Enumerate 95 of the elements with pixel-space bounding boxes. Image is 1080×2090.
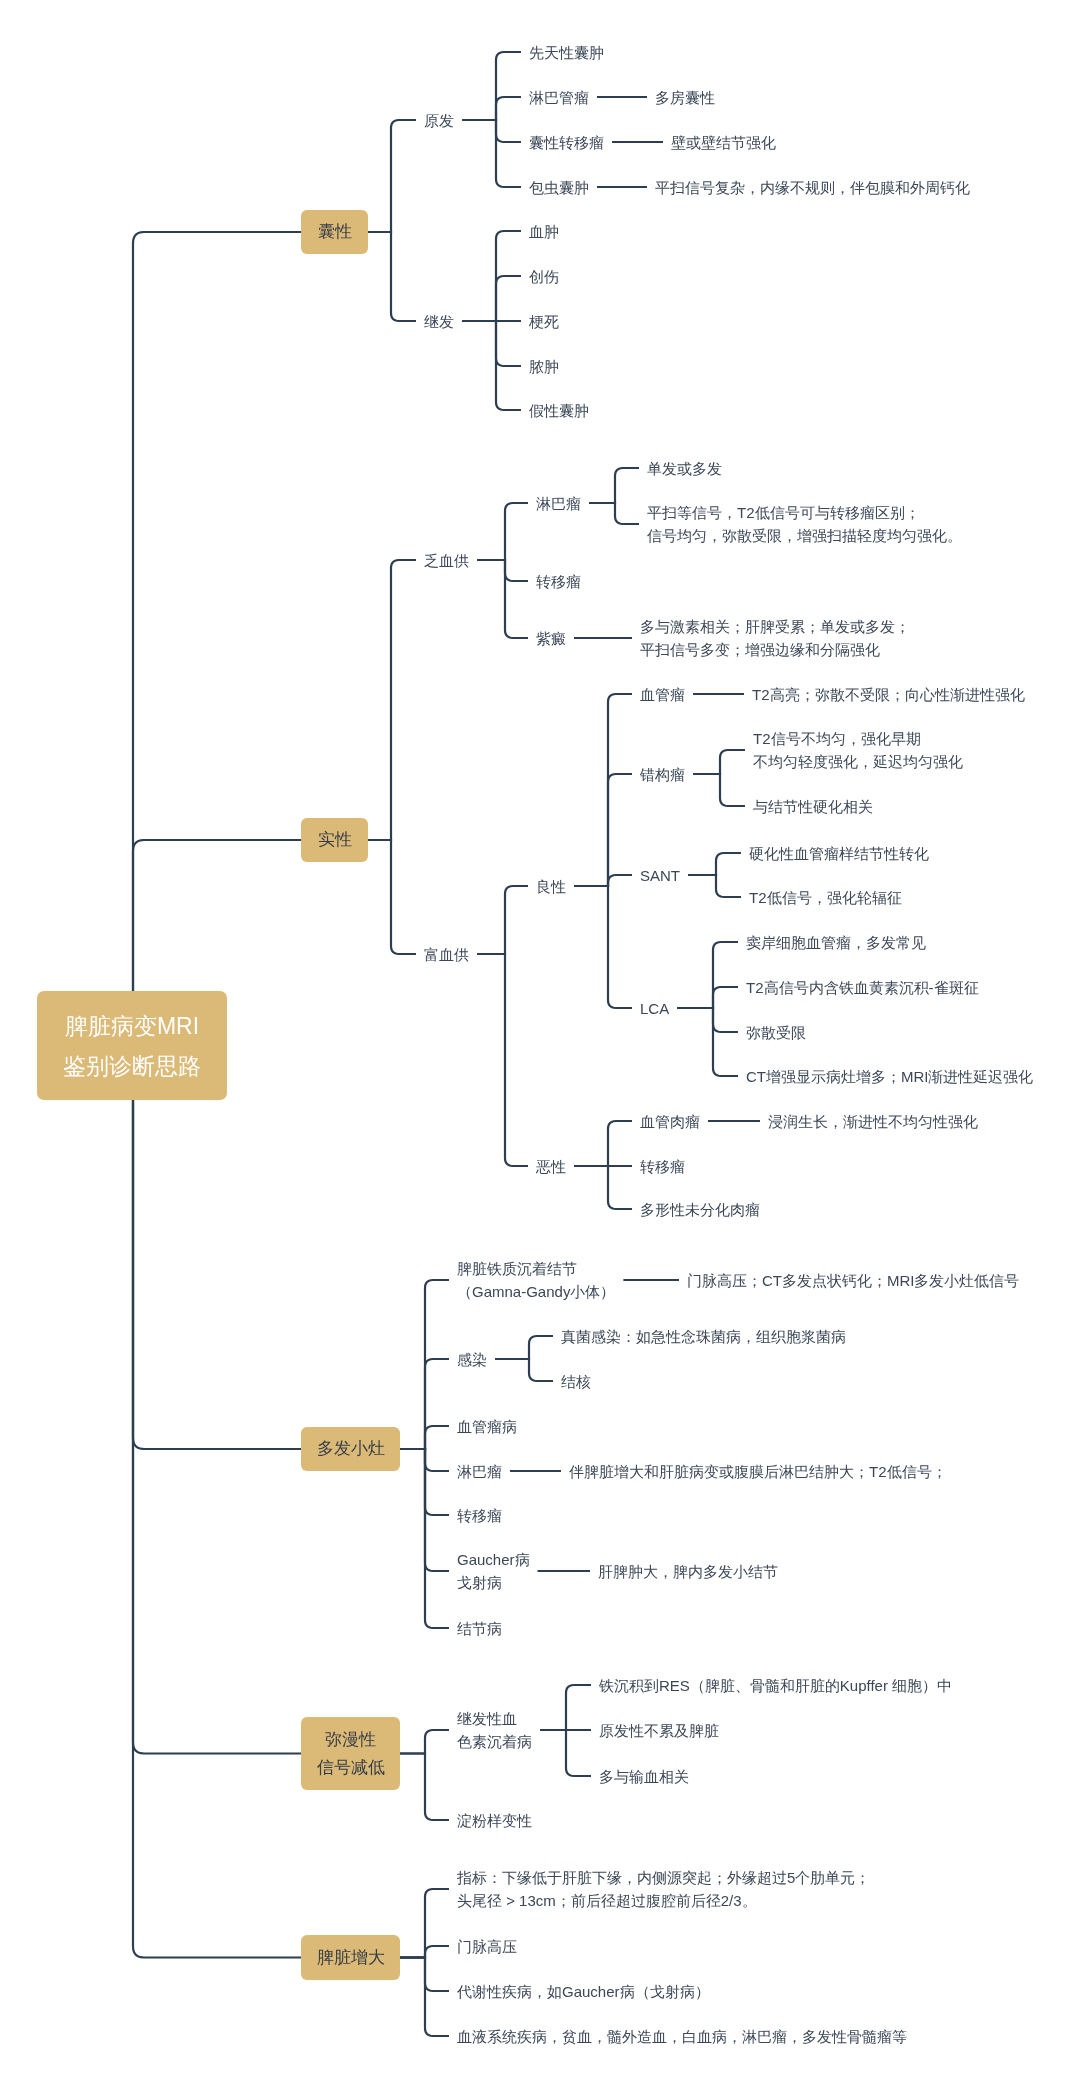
topic-label: 多与输血相关 <box>591 1764 697 1788</box>
connector-line <box>589 501 639 526</box>
topic-label: 血管肉瘤 <box>632 1109 708 1133</box>
topic-label: 感染 <box>449 1347 495 1371</box>
topic-label: 多房囊性 <box>647 85 723 109</box>
topic-label: 淋巴管瘤 <box>521 85 597 109</box>
topic-label: 血液系统疾病，贫血，髓外造血，白血病，淋巴瘤，多发性骨髓瘤等 <box>449 2024 915 2048</box>
topic-label: 恶性 <box>528 1154 574 1178</box>
topic-label: 继发性血色素沉着病 <box>449 1707 540 1753</box>
connector-line <box>510 1469 561 1473</box>
topic-label: 原发性不累及脾脏 <box>591 1718 727 1742</box>
connector-line <box>688 873 741 899</box>
central-topic-box: 脾脏病变MRI鉴别诊断思路 <box>37 991 227 1100</box>
topic-label: 转移瘤 <box>449 1503 510 1527</box>
topic-label: 多与激素相关；肝脾受累；单发或多发；平扫信号多变；增强边缘和分隔强化 <box>632 615 918 661</box>
topic-label: 继发 <box>416 309 462 333</box>
topic-label: 单发或多发 <box>639 456 730 480</box>
category-box: 实性 <box>301 818 368 862</box>
connector-line <box>131 838 301 991</box>
topic-label: Gaucher病 <box>457 1550 530 1570</box>
topic-label: 指标：下缘低于肝脏下缘，内侧源突起；外缘超过5个肋单元；头尾径 > 13cm；前后径超过腹腔前后径2/3。 <box>449 1866 879 1912</box>
topic-label: 乏血供 <box>416 548 477 572</box>
topic-label: 门脉高压 <box>449 1934 525 1958</box>
connector-line <box>537 1569 590 1573</box>
topic-label: 淀粉样变性 <box>449 1808 540 1832</box>
topic-label: 原发 <box>416 108 462 132</box>
category-box: 脾脏增大 <box>301 1935 400 1980</box>
topic-label: 包虫囊肿 <box>521 175 597 199</box>
topic-label: 壁或壁结节强化 <box>663 130 784 154</box>
connector-line <box>462 319 521 412</box>
connector-line <box>693 772 745 808</box>
topic-label: 血管瘤 <box>632 682 693 706</box>
topic-label: 转移瘤 <box>632 1154 693 1178</box>
topic-label: SANT <box>632 863 688 887</box>
topic-label: 铁沉积到RES（脾脏、骨髓和肝脏的Kupffer 细胞）中 <box>591 1673 961 1697</box>
topic-label: LCA <box>632 996 678 1020</box>
topic-label: 结核 <box>553 1369 599 1393</box>
connector-line <box>597 185 647 189</box>
topic-label: 代谢性疾病，如Gaucher病（戈射病） <box>449 1979 718 2003</box>
topic-label: 先天性囊肿 <box>521 40 612 64</box>
topic-label: 囊性转移瘤 <box>521 130 612 154</box>
connector-line <box>462 118 521 189</box>
topic-label: 平扫等信号，T2低信号可与转移瘤区别；信号均匀，弥散受限，增强扫描轻度均匀强化。 <box>639 501 970 547</box>
category-box: 囊性 <box>301 210 368 254</box>
topic-label: 门脉高压；CT多发点状钙化；MRI多发小灶低信号 <box>679 1268 1028 1292</box>
topic-label: 良性 <box>528 874 574 898</box>
topic-label: T2高亮；弥散不受限；向心性渐进性强化 <box>744 682 1033 706</box>
topic-label: CT增强显示病灶增多；MRI渐进性延迟强化 <box>738 1064 1042 1088</box>
connector-line <box>574 884 632 1010</box>
topic-label: 假性囊肿 <box>521 398 597 422</box>
topic-label: 脓肿 <box>521 354 567 378</box>
topic-label: 错构瘤 <box>632 762 693 786</box>
connector-line <box>400 1956 449 2038</box>
connector-line <box>540 1728 591 1778</box>
connector-line <box>477 558 528 640</box>
connector-line <box>623 1278 679 1282</box>
topic-label: 真菌感染：如急性念珠菌病，组织胞浆菌病 <box>553 1324 854 1348</box>
connector-line <box>400 1447 449 1630</box>
topic-label: 脾脏铁质沉着结节（Gamna-Gandy小体） <box>449 1257 624 1303</box>
topic-label: 结节病 <box>449 1616 510 1640</box>
connector-line <box>495 1357 553 1383</box>
topic-label: 浸润生长，渐进性不均匀性强化 <box>760 1109 986 1133</box>
category-box: 弥漫性信号减低 <box>301 1717 400 1790</box>
connector-line <box>597 95 647 99</box>
topic-label: 硬化性血管瘤样结节性转化 <box>741 841 937 865</box>
topic-label: 弥散受限 <box>738 1020 814 1044</box>
topic-label: 创伤 <box>521 264 567 288</box>
topic-label: T2低信号，强化轮辐征 <box>741 885 910 909</box>
topic-label: 与结节性硬化相关 <box>745 794 881 818</box>
topic-label: T2高信号内含铁血黄素沉积-雀斑征 <box>738 975 987 999</box>
topic-label: 淋巴瘤 <box>449 1459 510 1483</box>
connector-line <box>574 636 632 640</box>
category-box: 多发小灶 <box>301 1427 400 1471</box>
connector-line <box>677 1006 738 1078</box>
topic-label: 平扫信号复杂，内缘不规则，伴包膜和外周钙化 <box>647 175 978 199</box>
connector-line <box>708 1119 760 1123</box>
topic-label: 淋巴瘤 <box>528 491 589 515</box>
topic-label: 伴脾脏增大和肝脏病变或腹膜后淋巴结肿大；T2低信号； <box>561 1459 955 1483</box>
topic-label: 肝脾肿大，脾内多发小结节 <box>590 1559 786 1583</box>
topic-label: T2信号不均匀，强化早期不均匀轻度强化，延迟均匀强化 <box>745 727 971 773</box>
topic-label: 紫癜 <box>528 626 574 650</box>
connector-line <box>612 140 663 144</box>
topic-label: 梗死 <box>521 309 567 333</box>
topic-label: 转移瘤 <box>528 569 589 593</box>
topic-label: 多形性未分化肉瘤 <box>632 1197 768 1221</box>
topic-label: 血肿 <box>521 219 567 243</box>
topic-label: 戈射病 <box>457 1573 503 1593</box>
connector-line <box>574 1164 632 1211</box>
topic-label: 血管瘤病 <box>449 1414 525 1438</box>
connector-line <box>693 692 744 696</box>
connector-line <box>477 952 528 1168</box>
connector-line <box>400 1752 449 1822</box>
topic-label: 窦岸细胞血管瘤，多发常见 <box>738 930 934 954</box>
topic-label: 富血供 <box>416 942 477 966</box>
connector-line <box>131 1100 301 1959</box>
